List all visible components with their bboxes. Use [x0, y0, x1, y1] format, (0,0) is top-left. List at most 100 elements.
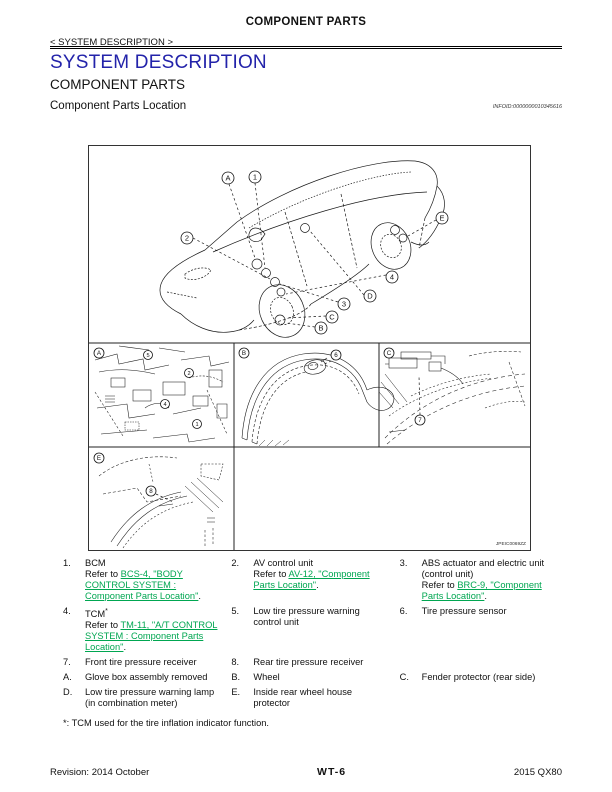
callout-b: B [238, 347, 250, 359]
legend-item-text: Glove box assembly removed [85, 672, 208, 683]
cross-reference-link[interactable]: AV-12, "Component Parts Location" [253, 569, 370, 590]
svg-text:B: B [242, 350, 246, 357]
legend-item-number: A. [63, 672, 72, 683]
legend-item: 6. Tire pressure sensor [400, 606, 562, 653]
legend-item-empty [400, 657, 562, 668]
cross-reference-link[interactable]: BCS-4, "BODY CONTROL SYSTEM : Component … [85, 569, 199, 601]
cross-reference-link[interactable]: TM-11, "A/T CONTROL SYSTEM : Component P… [85, 620, 218, 653]
panel-c-sketch [378, 350, 526, 445]
revision-label: Revision: 2014 October [50, 767, 150, 778]
legend-item-number: 3. [399, 558, 408, 568]
svg-text:1: 1 [253, 173, 257, 182]
callout-c: C [383, 347, 395, 359]
svg-text:5: 5 [146, 353, 149, 359]
legend-item-number: 8. [231, 657, 240, 668]
legend-item-number: E. [231, 687, 241, 698]
panel-e-sketch [98, 456, 224, 549]
callout-8: 8 [145, 485, 157, 497]
svg-text:3: 3 [342, 300, 346, 309]
legend-item: 3. ABS actuator and electric unit (contro… [400, 558, 562, 602]
model-year-label: 2015 QX80 [513, 767, 562, 778]
legend-item-text: Inside rear wheel house protector [253, 687, 353, 709]
svg-text:6: 6 [334, 352, 338, 359]
legend-item: C.Fender protector (rear side) [400, 672, 562, 683]
legend-item-number: B. [231, 672, 241, 683]
svg-text:1: 1 [195, 422, 198, 428]
legend-item-text: ABS actuator and electric unit (control … [421, 558, 545, 601]
svg-text:D: D [367, 292, 373, 301]
cross-reference-link[interactable]: BRC-9, "Component Parts Location" [421, 580, 542, 601]
svg-text:C: C [387, 350, 392, 357]
callout-1: 1 [192, 419, 202, 429]
footnote-marker: * [105, 608, 108, 615]
panel-a-sketch [94, 345, 230, 443]
legend-item-text: Tire pressure sensor [421, 606, 507, 616]
callout-e: E [435, 211, 449, 225]
legend-item-text: Front tire pressure receiver [85, 657, 197, 668]
figure-code: JPEIC0069ZZ [496, 541, 526, 547]
legend-item: 8. Rear tire pressure receiver [231, 657, 393, 668]
callout-4: 4 [160, 399, 170, 409]
svg-text:B: B [318, 324, 323, 333]
legend-item: 4. TCM*Refer to TM-11, "A/T CONTROL SYSTE… [63, 606, 225, 653]
svg-text:2: 2 [185, 234, 189, 243]
svg-text:2: 2 [187, 371, 190, 377]
legend-item: 5.Low tire pressure warning control unit [231, 606, 393, 653]
page-footer: Revision: 2014 October WT-6 2015 QX80 [50, 766, 562, 778]
svg-text:E: E [97, 455, 101, 462]
legend-item-number: 2. [231, 558, 240, 568]
page-title: SYSTEM DESCRIPTION [50, 52, 267, 73]
legend-item-text: Fender protector (rear side) [421, 672, 536, 683]
callout-6: 6 [330, 349, 342, 361]
legend-footnote: *: TCM used for the tire inflation indic… [63, 718, 270, 729]
callout-4: 4 [385, 270, 399, 284]
legend-item-text: Low tire pressure warning lamp (in combi… [85, 687, 215, 709]
legend-item: E. Inside rear wheel house protector [231, 687, 393, 709]
running-header: COMPONENT PARTS [245, 16, 367, 28]
legend-item-text: Wheel [253, 672, 280, 683]
svg-text:E: E [439, 214, 444, 223]
callout-1: 1 [248, 170, 262, 184]
legend-item-empty [400, 687, 562, 709]
callout-c: C [325, 310, 339, 324]
svg-text:C: C [329, 313, 335, 322]
callout-2: 2 [180, 231, 194, 245]
callout-a: A [221, 171, 235, 185]
callout-b: B [314, 321, 328, 335]
panel-b-sketch [241, 352, 395, 447]
figure-grid-lines [89, 342, 530, 550]
legend-item-number: 6. [399, 606, 408, 616]
topic-heading: Component Parts Location [50, 100, 187, 112]
topic-row: Component Parts Location INFOID:00000000… [50, 100, 562, 112]
svg-text:4: 4 [163, 402, 166, 408]
legend-item: A. Glove box assembly removed [63, 672, 225, 683]
legend-item-number: 4. [63, 606, 71, 616]
legend-item-text: Low tire pressure warning control unit [253, 606, 360, 627]
legend-item-number: D. [63, 687, 73, 698]
callout-e: E [93, 452, 105, 464]
callout-7: 7 [414, 414, 426, 426]
legend-item-text: TCM*Refer to TM-11, "A/T CONTROL SYSTEM … [85, 608, 218, 653]
chapter-heading: COMPONENT PARTS [50, 77, 186, 92]
legend-item: B. Wheel [231, 672, 393, 683]
svg-text:4: 4 [390, 273, 394, 282]
legend-item-number: 1. [63, 558, 71, 568]
header-rule [50, 46, 562, 49]
callout-2: 2 [184, 368, 194, 378]
callout-5: 5 [143, 350, 153, 360]
page-number: WT-6 [317, 766, 347, 778]
svg-text:8: 8 [149, 488, 153, 495]
legend-item: 7.Front tire pressure receiver [63, 657, 225, 668]
callout-3: 3 [337, 297, 351, 311]
legend-item-text: Rear tire pressure receiver [253, 657, 364, 668]
legend-item: D. Low tire pressure warning lamp (in com… [63, 687, 225, 709]
